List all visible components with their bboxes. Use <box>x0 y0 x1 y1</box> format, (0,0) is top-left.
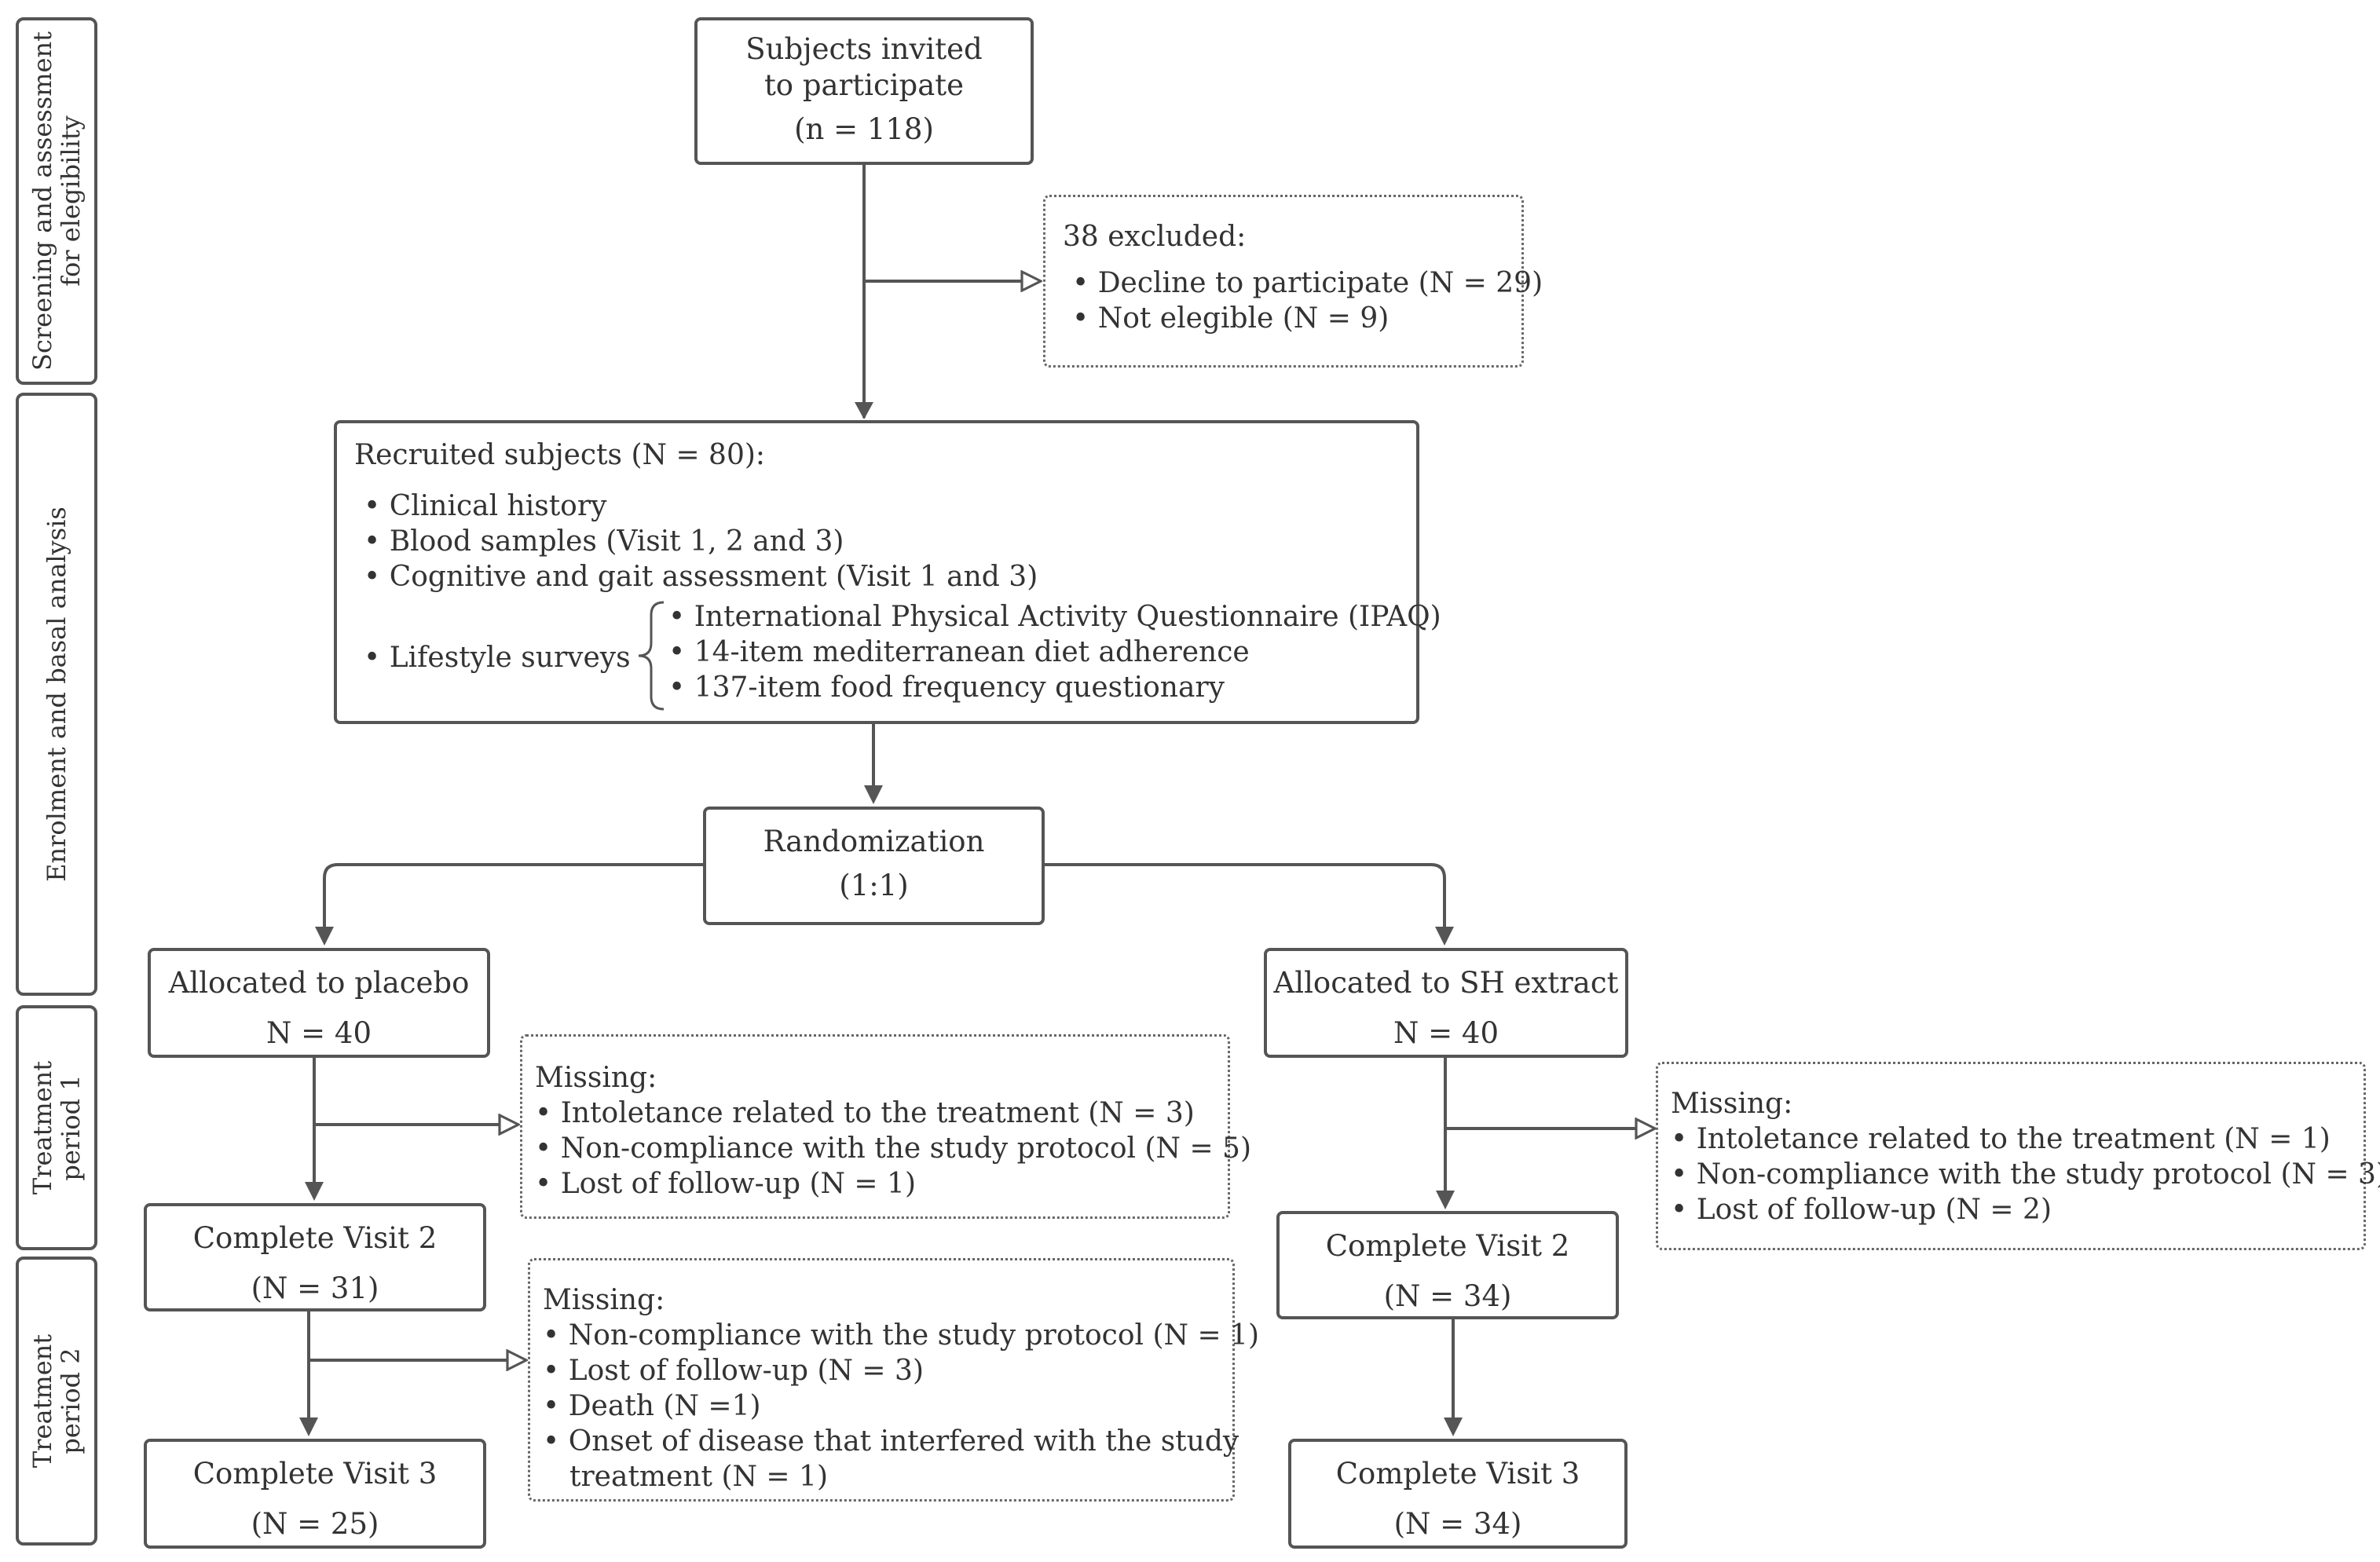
arrowhead-sh-visit2 <box>1436 1191 1455 1209</box>
sh-missing1-box: Missing: Intoletance related to the trea… <box>1656 1062 2380 1250</box>
randomization-box: Randomization (1:1) <box>703 807 1045 925</box>
arrowhead-sh-visit3 <box>1444 1418 1463 1436</box>
phase-enrolment: Enrolment and basal analysis <box>16 393 97 996</box>
arrowhead-sh <box>1435 927 1454 946</box>
placebo-missing1-box: Missing: Intoletance related to the trea… <box>520 1034 1251 1219</box>
sh-visit2-box: Complete Visit 2 (N = 34) <box>1276 1211 1619 1319</box>
placebo-allocated-box: Allocated to placebo N = 40 <box>148 948 490 1058</box>
sh-visit3-box: Complete Visit 3 (N = 34) <box>1288 1439 1628 1549</box>
excluded-box: 38 excluded: Decline to participate (N =… <box>1043 195 1543 368</box>
arrowhead-placebo-visit2 <box>305 1182 324 1201</box>
arrowhead-placebo <box>315 927 334 946</box>
brace-icon <box>638 601 665 711</box>
placebo-visit3-box: Complete Visit 3 (N = 25) <box>144 1439 486 1549</box>
arrow-to-placebo <box>323 863 703 931</box>
arrowhead-placebo-visit3 <box>299 1418 318 1436</box>
placebo-missing2-box: Missing: Non-compliance with the study p… <box>528 1258 1259 1502</box>
sh-allocated-box: Allocated to SH extract N = 40 <box>1264 948 1628 1058</box>
placebo-visit2-box: Complete Visit 2 (N = 31) <box>144 1203 486 1311</box>
arrow-to-sh <box>1045 863 1446 931</box>
recruited-box: Recruited subjects (N = 80): Clinical hi… <box>334 420 1441 724</box>
arrowhead-recruited <box>855 402 873 419</box>
invited-box: Subjects invited to participate (n = 118… <box>694 17 1034 165</box>
arrowhead-randomization <box>864 785 883 804</box>
